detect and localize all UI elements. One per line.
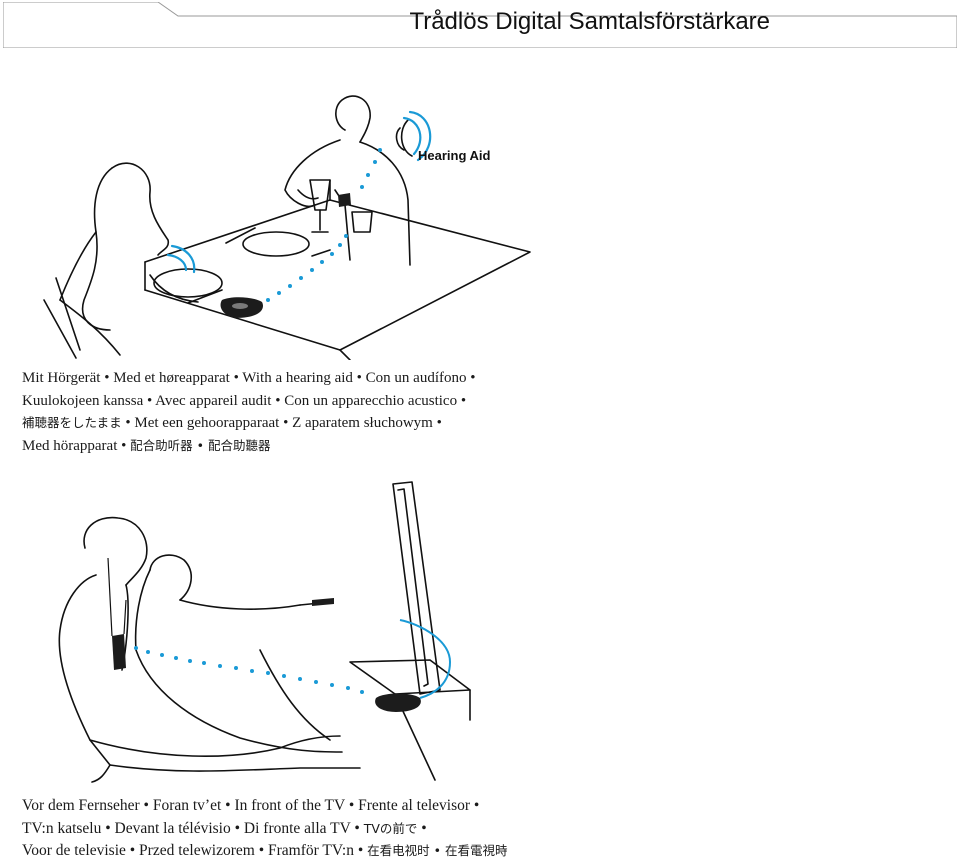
caption-bottom-line-2-cjk: TVの前で — [363, 820, 418, 836]
caption-top-line-4-pre: Med hörapparat • — [22, 437, 131, 454]
hearing-aid-label: Hearing Aid — [418, 148, 491, 163]
caption-bottom-line-2-pre: TV:n katselu • Devant la télévisio • Di … — [22, 819, 364, 837]
dinner-table-illustration — [43, 95, 531, 360]
caption-with-hearing-aid: Mit Hörgerät • Med et høreapparat • With… — [22, 367, 475, 457]
caption-bottom-line-3-pre: Voor de televisie • Przed telewizorem • … — [22, 842, 368, 859]
page-title: Trådlös Digital Samtalsförstärkare — [409, 8, 770, 35]
caption-top-line-3: 補聴器をしたまま • Met een gehoorapparaat • Z ap… — [22, 412, 475, 435]
caption-top-line-3-rest: • Met een gehoorapparaat • Z aparatem sł… — [121, 415, 442, 431]
caption-top-line-3-cjk: 補聴器をしたまま — [22, 415, 122, 430]
caption-bottom-line-3: Voor de televisie • Przed telewizorem • … — [22, 840, 507, 863]
caption-bottom-line-2-post: • — [417, 819, 427, 837]
caption-top-line-1: Mit Hörgerät • Med et høreapparat • With… — [22, 370, 476, 386]
caption-bottom-line-1: Vor dem Fernseher • Foran tv’et • In fro… — [22, 797, 480, 814]
tv-scene-illustration — [58, 481, 471, 783]
caption-bottom-line-2: TV:n katselu • Devant la télévisio • Di … — [22, 818, 507, 841]
caption-bottom-line-3-cjk: 在看电视时 • 在看電視時 — [367, 843, 508, 858]
caption-top-line-4-cjk: 配合助听器 • 配合助聽器 — [130, 437, 271, 453]
caption-top-line-2: Kuulokojeen kanssa • Avec appareil audit… — [22, 392, 467, 409]
caption-in-front-of-tv: Vor dem Fernseher • Foran tv’et • In fro… — [22, 795, 507, 863]
caption-top-line-4: Med hörapparat • 配合助听器 • 配合助聽器 — [22, 435, 475, 458]
